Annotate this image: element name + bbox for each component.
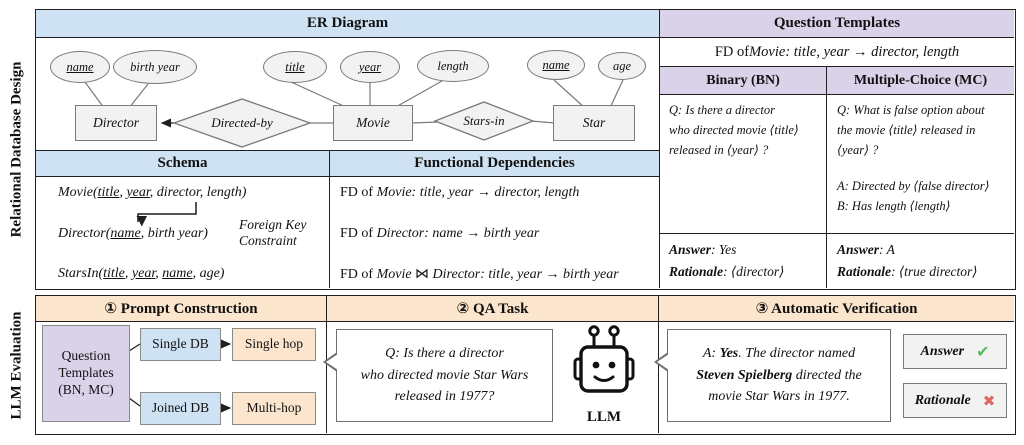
answer-verification-badge: Answer ✔ [903,334,1007,369]
multi-hop-box: Multi-hop [232,392,316,425]
schema-row-movie: Movie(title, year, director, length) [58,185,247,200]
qa-task-header: ② QA Task [327,296,659,322]
question-templates-fd-line: FD of Movie: title, year → director, len… [660,38,1014,67]
er-attribute-name: name [50,51,110,83]
er-entity-movie: Movie [333,105,413,141]
llm-evaluation-panel: ① Prompt Construction ② QA Task ③ Automa… [35,295,1016,435]
foreign-key-note: Foreign Key Constraint [239,217,307,248]
multiple-choice-answer-cell: Answer: A Rationale: ⟨true director⟩ [827,233,1014,288]
binary-column-header: Binary (BN) [660,67,827,95]
er-attribute-star-name: name [527,50,585,80]
binary-question-cell: Q: Is there a director who directed movi… [660,95,827,233]
er-attribute-length: length [417,50,489,82]
er-relationship-directed-by-label: Directed-by [211,115,273,130]
multiple-choice-column-header: Multiple-Choice (MC) [827,67,1014,95]
rationale-verification-badge: Rationale ✖ [903,383,1007,418]
fd-row-movie-join: FD of Movie ⋈ Director: title, year → bi… [340,267,619,282]
er-connector-lines [84,79,624,148]
fd-content: FD of Movie: title, year → director, len… [330,177,660,288]
schema-row-starsin: StarsIn(title, year, name, age) [58,266,225,281]
llm-label: LLM [586,409,622,425]
answer-speech-bubble: A: Yes. The director named Steven Spielb… [654,329,891,422]
relationship-directed-by-diamond [172,98,312,148]
binary-answer-cell: Answer: Yes Rationale: ⟨director⟩ [660,233,827,288]
mc-option-a: A: Directed by ⟨false director⟩ [837,179,990,194]
schema-header: Schema [36,150,330,177]
er-entity-director: Director [75,105,157,141]
relational-database-design-panel: ER Diagram name birth year title [35,9,1016,290]
multiple-choice-question-cell: Q: What is false option about the movie … [827,95,1014,233]
automatic-verification-header: ③ Automatic Verification [659,296,1014,322]
joined-db-box: Joined DB [140,392,221,425]
er-attribute-birth-year: birth year [113,50,197,84]
er-attribute-year: year [340,51,400,83]
foreign-key-arrow-icon [136,202,197,227]
question-speech-bubble: Q: Is there a director who directed movi… [323,329,553,422]
qa-task-body: Q: Is there a director who directed movi… [323,322,659,433]
single-hop-box: Single hop [232,328,316,361]
robot-icon [573,325,635,393]
fd-row-director: FD of Director: name → birth year [340,226,540,241]
schema-row-director: Director(name, birth year) [58,226,208,241]
section-label-llm-evaluation: LLM Evaluation [8,311,25,419]
fd-row-movie: FD of Movie: title, year → director, len… [340,185,580,200]
er-diagram-header: ER Diagram [36,10,660,38]
er-attribute-title: title [263,51,327,83]
section-label-relational-database-design: Relational Database Design [8,61,25,238]
question-templates-box: Question Templates (BN, MC) [42,325,130,422]
er-entity-star: Star [553,105,635,141]
er-relationship-stars-in-label: Stars-in [463,113,505,128]
prompt-flow-lines [128,339,232,413]
mc-option-b: B: Has length ⟨length⟩ [837,199,951,213]
schema-content: Movie(title, year, director, length) Dir… [36,177,330,288]
prompt-construction-body: Question Templates (BN, MC) Single DB Si… [36,322,327,433]
er-attribute-age: age [598,52,646,80]
single-db-box: Single DB [140,328,221,361]
relationship-stars-in-diamond [433,101,535,141]
automatic-verification-body: A: Yes. The director named Steven Spielb… [654,322,1014,433]
cross-icon: ✖ [982,391,996,410]
functional-dependencies-header: Functional Dependencies [330,150,660,177]
check-icon: ✔ [976,342,990,361]
prompt-construction-header: ① Prompt Construction [36,296,327,322]
er-diagram-canvas: name birth year title year length name a… [36,38,660,150]
question-templates-header: Question Templates [660,10,1014,38]
